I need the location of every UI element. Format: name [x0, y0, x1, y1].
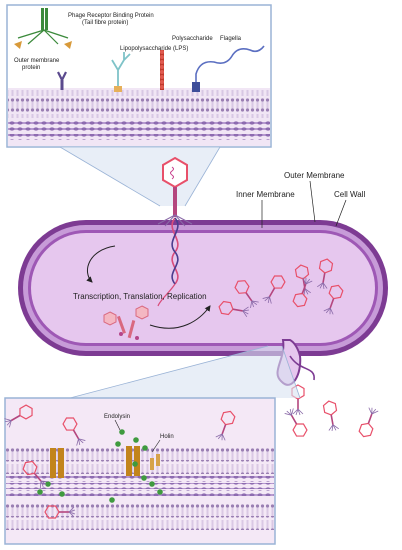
label-transcription-translation-replication: Transcription, Translation, Replication — [73, 292, 207, 301]
label-cell-wall: Cell Wall — [334, 190, 365, 199]
label-outer-membrane-cell: Outer Membrane — [284, 171, 345, 180]
outer-membrane-protein-icon — [57, 71, 67, 90]
label-phage-receptor-binding-protein: Phage Receptor Binding Protein — [68, 13, 154, 19]
holin-channel-icon — [50, 446, 160, 478]
zoom-connector-top — [59, 146, 221, 207]
arrow-assembly — [149, 305, 211, 329]
label-flagella: Flagella — [220, 36, 242, 42]
label-inner-membrane: Inner Membrane — [236, 190, 295, 199]
lps-icon — [111, 52, 131, 92]
flagella-icon — [192, 45, 265, 92]
zoom-connector-bottom — [69, 345, 301, 399]
arrow-replication — [86, 245, 116, 283]
label-polysaccharide: Polysaccharide — [172, 36, 213, 42]
bottom-inset: Endolysin Holin — [2, 397, 276, 545]
label-endolysin: Endolysin — [104, 414, 130, 420]
label-protein: protein — [22, 65, 40, 71]
injecting-phage-icon — [157, 156, 193, 227]
label-lps: Lipopolysaccharide (LPS) — [120, 46, 188, 52]
bacterial-cell — [18, 220, 388, 356]
phage-components-icon — [103, 305, 149, 340]
label-tail-fibre-protein: (Tail fibre protein) — [82, 20, 128, 26]
top-inset: Phage Receptor Binding Protein (Tail fib… — [6, 4, 272, 148]
tail-fibre-icon — [14, 8, 72, 49]
endolysin-icon — [37, 429, 163, 503]
dna-helix-icon — [157, 217, 179, 307]
label-outer-membrane: Outer membrane — [14, 58, 60, 64]
polysaccharide-icon — [160, 50, 164, 90]
label-holin: Holin — [160, 434, 174, 440]
